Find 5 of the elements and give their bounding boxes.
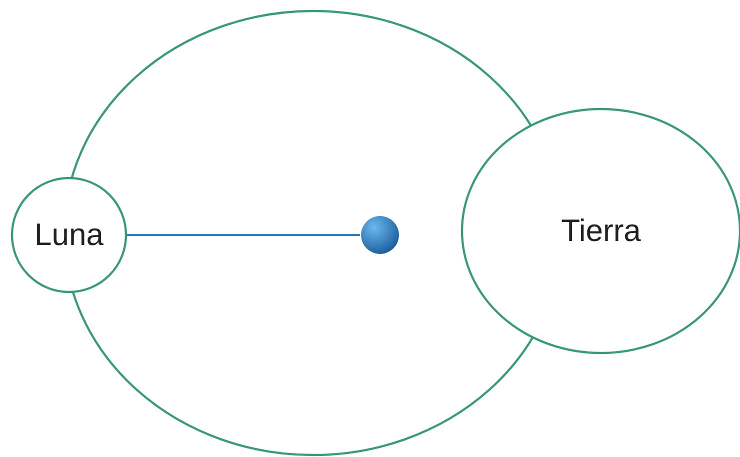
node-label: Luna: [34, 217, 104, 253]
node-label: Tierra: [561, 213, 641, 249]
center-dot: [360, 215, 400, 255]
moon-circle: [11, 177, 127, 293]
connector-line: [127, 234, 360, 236]
